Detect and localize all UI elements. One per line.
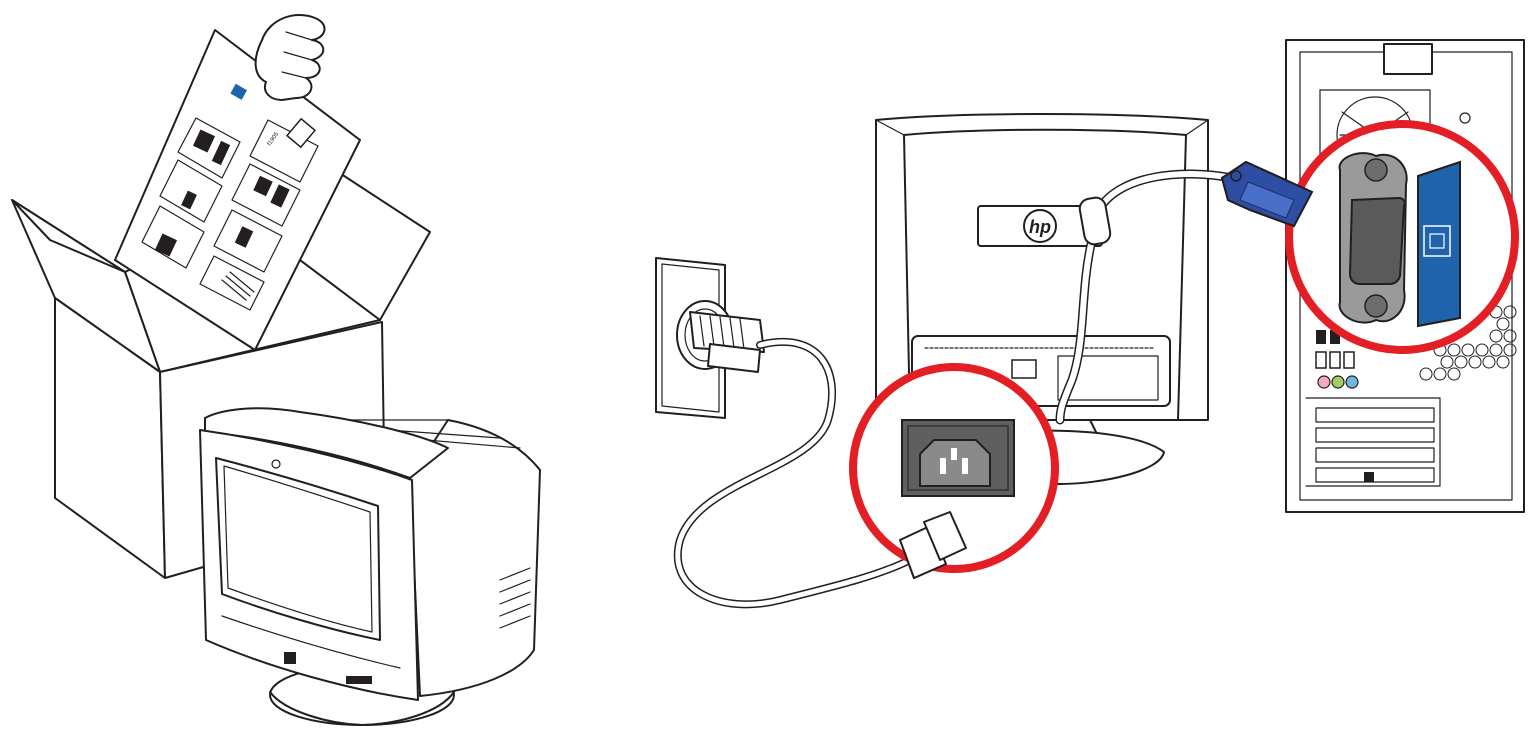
setup-poster-icon: f1905 bbox=[114, 29, 361, 351]
audio-green-jack bbox=[1331, 375, 1345, 389]
unboxing-scene: f1905 bbox=[11, 14, 541, 726]
power-socket-icon bbox=[901, 419, 1015, 497]
power-port-callout bbox=[849, 363, 1059, 579]
hp-logo-text: hp bbox=[1029, 217, 1051, 237]
vent-pattern bbox=[1419, 305, 1517, 381]
vga-label-panel bbox=[1417, 160, 1461, 328]
crt-monitor-icon bbox=[199, 407, 541, 726]
vga-port-callout bbox=[1285, 120, 1519, 354]
audio-pink-jack bbox=[1317, 375, 1331, 389]
vga-port-icon bbox=[1338, 152, 1408, 324]
power-plug bbox=[689, 311, 765, 373]
vga-plug-overlay bbox=[1220, 160, 1314, 228]
hand-icon bbox=[254, 14, 326, 101]
audio-blue-jack bbox=[1345, 375, 1359, 389]
